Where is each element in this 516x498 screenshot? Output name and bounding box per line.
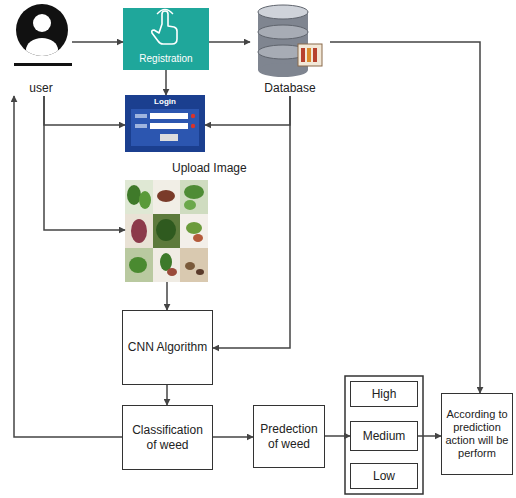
node-label: Database [264,81,315,95]
node-label: Predection of weed [257,422,321,451]
level-box: Low [350,463,418,489]
connector-arrow [14,96,122,437]
action-box: According to prediction action will be p… [441,393,513,475]
connector-arrow [330,42,480,393]
process-box: Classification of weed [122,405,213,470]
connector-arrow [166,385,168,405]
node-label: Low [373,469,395,483]
connector-arrow [44,96,125,125]
user-actor: user [10,4,72,96]
database-icon [258,5,322,77]
login-screenshot [125,95,205,152]
level-box: High [350,381,418,407]
node-label: CNN Algorithm [128,340,207,354]
login-screen: Login [125,95,205,152]
node-label: user [29,81,52,95]
connector-arrow [72,41,123,43]
node-label: Upload Image [170,161,249,175]
process-box: CNN Algorithm [122,310,213,385]
connector-arrow [209,41,250,43]
node-label: According to prediction action will be p… [445,408,509,461]
level-box: Medium [350,421,418,451]
connector-arrow [418,435,441,437]
connector-arrow [44,96,125,230]
node-label: Login [154,97,176,107]
node-label: Medium [363,429,406,443]
connector-arrow [325,435,350,437]
node-label: Classification of weed [126,423,209,452]
connector-arrow [166,282,168,310]
user-icon [14,4,72,66]
connector-arrow [205,96,290,125]
node-label: Registration [139,53,192,65]
registration-tile: Registration [123,8,209,70]
connector-arrow [165,70,167,95]
process-box: Predection of weed [253,405,325,468]
registration-tile [123,8,209,70]
node-label: High [372,387,397,401]
image-upload: Upload Image [125,160,255,282]
database-store: Database [250,4,330,96]
group-frame [345,376,423,494]
weed-photo-collage [125,180,208,282]
connector-arrow [213,436,253,438]
connector-arrow [213,96,290,348]
